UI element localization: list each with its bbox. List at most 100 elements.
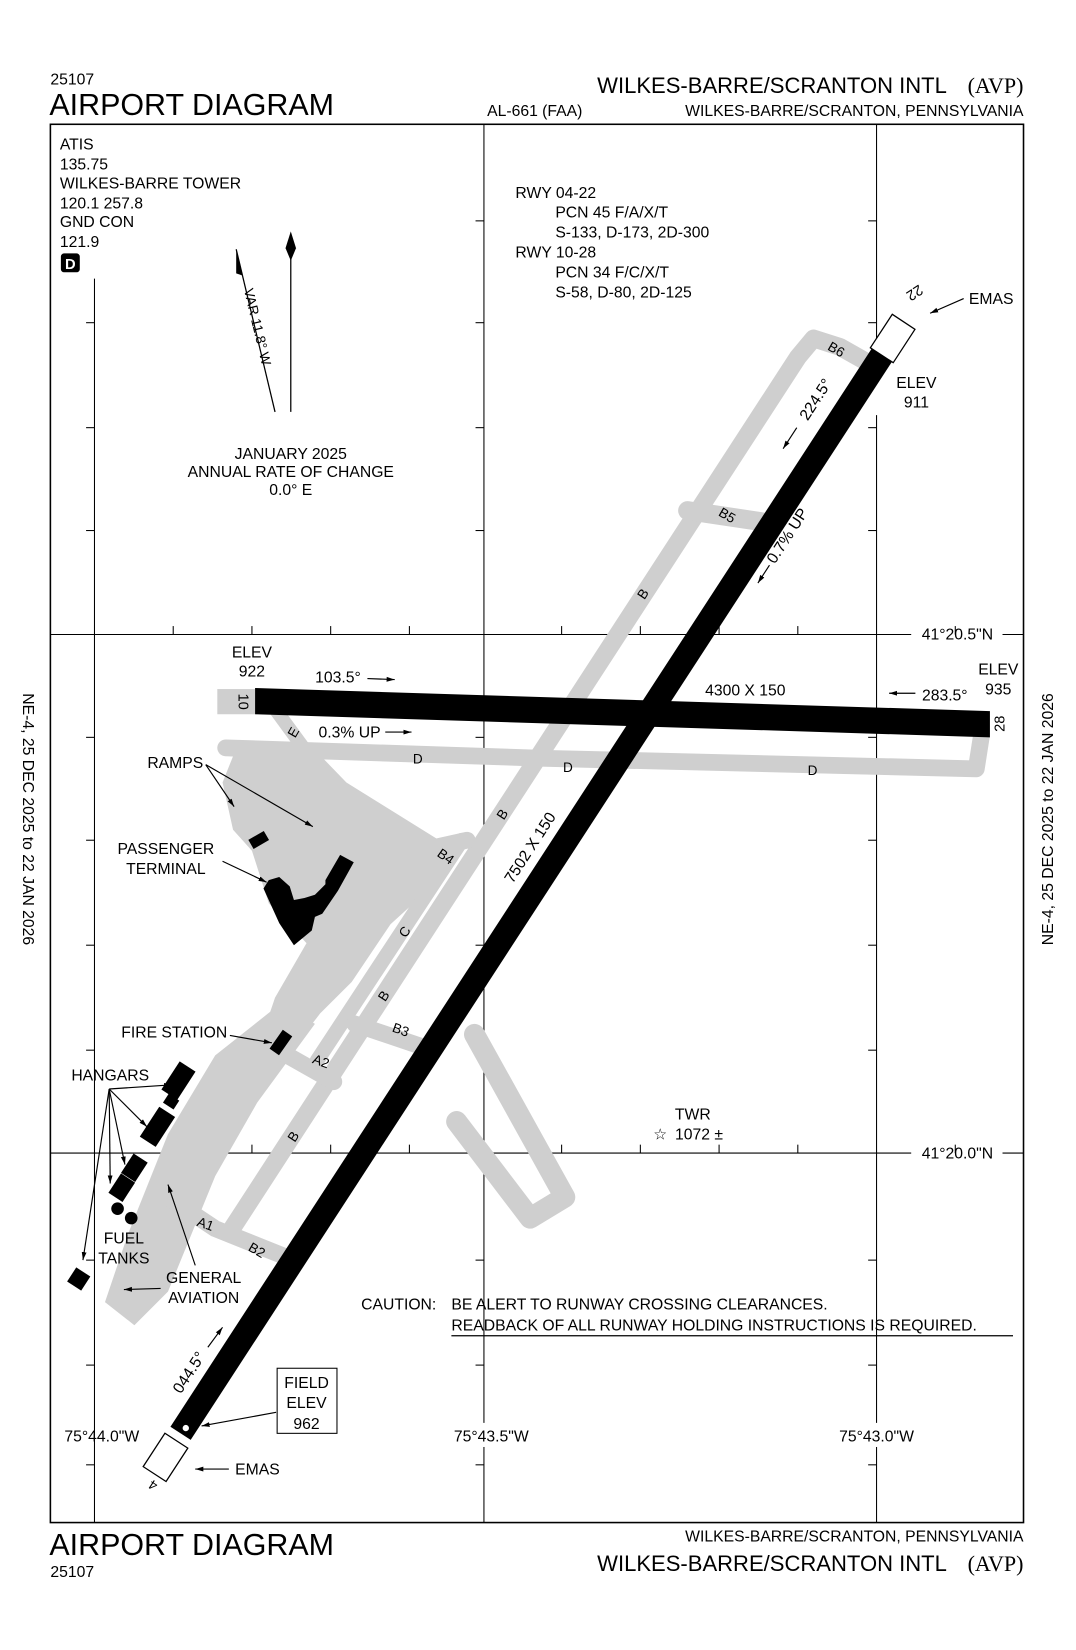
runway-end-22: 22: [903, 281, 925, 303]
communications-block: ATIS 135.75 WILKES-BARRE TOWER 120.1 257…: [60, 136, 241, 273]
hangars-arrow: [108, 1088, 126, 1165]
terminal-label: PASSENGER: [117, 841, 214, 858]
rwy-10-28-pcn: PCN 34 F/C/X/T: [555, 265, 669, 282]
rwy-04-22-strength: S-133, D-173, 2D-300: [555, 225, 709, 242]
elev-label: ELEV: [896, 375, 937, 392]
taxiway-label-b6: B6: [825, 339, 847, 360]
caution-line-2: READBACK OF ALL RUNWAY HOLDING INSTRUCTI…: [451, 1317, 976, 1334]
d-atis-badge-label: D: [65, 257, 76, 273]
taxiway-label-a2: A2: [311, 1051, 332, 1071]
procedure-number: AL-661 (FAA): [487, 103, 582, 120]
field-elev-value: 962: [293, 1416, 319, 1433]
runway-10-28-dimensions: 4300 X 150: [705, 682, 786, 699]
footer-title: AIRPORT DIAGRAM: [49, 1528, 334, 1562]
footer-airport-name: WILKES-BARRE/SCRANTON INTL: [597, 1551, 947, 1576]
taxiway-d: [217, 726, 990, 778]
taxiway-label-b2: B2: [246, 1240, 268, 1261]
footer-chart-number: 25107: [50, 1564, 94, 1581]
general-aviation-label: AVIATION: [168, 1290, 239, 1307]
emas-arrow-top: [929, 298, 964, 314]
rwy-04-22-label: RWY 04-22: [515, 185, 596, 202]
taxiway-e: [268, 702, 314, 759]
d-atis-badge: [60, 253, 80, 273]
field-elevation-box: [276, 1367, 338, 1434]
longitude-label: 75°43.5"W: [454, 1429, 529, 1446]
runway-end-4: 4: [145, 1476, 160, 1493]
fire-station-arrow: [229, 1034, 272, 1044]
longitude-label: 75°43.0"W: [839, 1429, 914, 1446]
magnetic-north-line: [235, 249, 276, 413]
fire-station-label: FIRE STATION: [121, 1025, 227, 1042]
runway-22-slope-arrow: [757, 564, 770, 584]
annual-rate-value: 0.0° E: [269, 482, 312, 499]
taxiway-a2: [269, 1041, 343, 1091]
caution-label: CAUTION:: [361, 1296, 436, 1313]
runway-10-slope: 0.3% UP: [319, 724, 381, 741]
tower-elevation: 1072 ±: [675, 1126, 723, 1143]
hangars-label: HANGARS: [71, 1068, 149, 1085]
runway-22-heading-arrow: [782, 427, 798, 449]
north-arrow: VAR 11.8° W JANUARY 2025 ANNUAL RATE OF …: [188, 231, 394, 499]
feature-labels: RAMPS PASSENGER TERMINAL FIRE STATION HA…: [71, 755, 723, 1307]
fuel-tanks-label: TANKS: [98, 1250, 149, 1267]
field-elev-label: ELEV: [286, 1395, 327, 1412]
general-aviation-ramp: [104, 1002, 315, 1326]
true-north-arrowhead-icon: [285, 231, 297, 261]
comm-line: ATIS: [60, 136, 94, 153]
elev-rwy22: 911: [904, 395, 929, 412]
latitude-label: 41°20.0"N: [922, 1145, 993, 1162]
emas-4: [142, 1432, 189, 1483]
hangars-arrow: [81, 1088, 110, 1261]
taxiway-label-a1: A1: [195, 1214, 216, 1234]
hangars-arrow: [107, 1089, 113, 1184]
caution-line-1: BE ALERT TO RUNWAY CROSSING CLEARANCES.: [451, 1296, 827, 1313]
terminal-arrow: [222, 860, 267, 883]
hangar: [162, 1093, 180, 1110]
rwy-10-28-label: RWY 10-28: [515, 245, 596, 262]
passenger-terminal-building: [263, 854, 354, 946]
elev-label: ELEV: [232, 645, 273, 662]
general-aviation-label: GENERAL: [166, 1270, 241, 1287]
hangar: [67, 1267, 91, 1291]
buildings: [67, 830, 354, 1291]
taxiway-b5: [678, 501, 782, 533]
footer-location: WILKES-BARRE/SCRANTON, PENNSYLVANIA: [685, 1528, 1024, 1545]
runway-10-heading-arrow: [367, 676, 395, 682]
magnetic-date: JANUARY 2025: [235, 446, 347, 463]
field-elev-arrow: [201, 1411, 277, 1427]
longitude-label: 75°44.0"W: [64, 1429, 139, 1446]
magnetic-variation: VAR 11.8° W: [241, 287, 274, 367]
airport-location: WILKES-BARRE/SCRANTON, PENNSYLVANIA: [685, 103, 1024, 120]
ramps-arrow: [205, 764, 235, 807]
taxiway-label-d: D: [563, 760, 573, 775]
comm-line: 120.1 257.8: [60, 195, 143, 212]
comm-line: GND CON: [60, 214, 134, 231]
tower-label: TWR: [675, 1106, 711, 1123]
magnetic-north-arrowhead-icon: [236, 249, 243, 276]
fuel-tanks-label: FUEL: [104, 1230, 144, 1247]
ramp-building: [248, 830, 270, 849]
taxiway-label-d: D: [413, 752, 423, 767]
chart-number: 25107: [50, 71, 94, 88]
emas-22: [869, 313, 916, 364]
effective-dates-right: NE-4, 25 DEC 2025 to 22 JAN 2026: [1040, 693, 1057, 945]
rwy-10-28-strength: S-58, D-80, 2D-125: [555, 284, 692, 301]
taxiway-loop: [446, 1023, 576, 1229]
latitude-label: 41°20.5"N: [922, 627, 993, 644]
caution-note: CAUTION: BE ALERT TO RUNWAY CROSSING CLE…: [361, 1296, 1014, 1337]
airport-name: WILKES-BARRE/SCRANTON INTL: [597, 73, 947, 98]
elev-label: ELEV: [978, 661, 1019, 678]
airport-id: (AVP): [968, 73, 1024, 98]
hangars-arrow: [108, 1088, 148, 1128]
runway-28-heading: 283.5°: [922, 688, 968, 705]
comm-line: 135.75: [60, 156, 108, 173]
elevations: ELEV 922 ELEV 935 ELEV 911 FIELD ELEV 96…: [195, 291, 1019, 1478]
runway-10-heading: 103.5°: [315, 670, 361, 687]
diagram-frame: [49, 123, 1025, 1524]
hangar: [108, 1173, 136, 1202]
hangar: [161, 1061, 196, 1100]
runway-strength-info: RWY 04-22 PCN 45 F/A/X/T S-133, D-173, 2…: [515, 185, 709, 302]
taxiway-label-b3: B3: [390, 1020, 411, 1040]
